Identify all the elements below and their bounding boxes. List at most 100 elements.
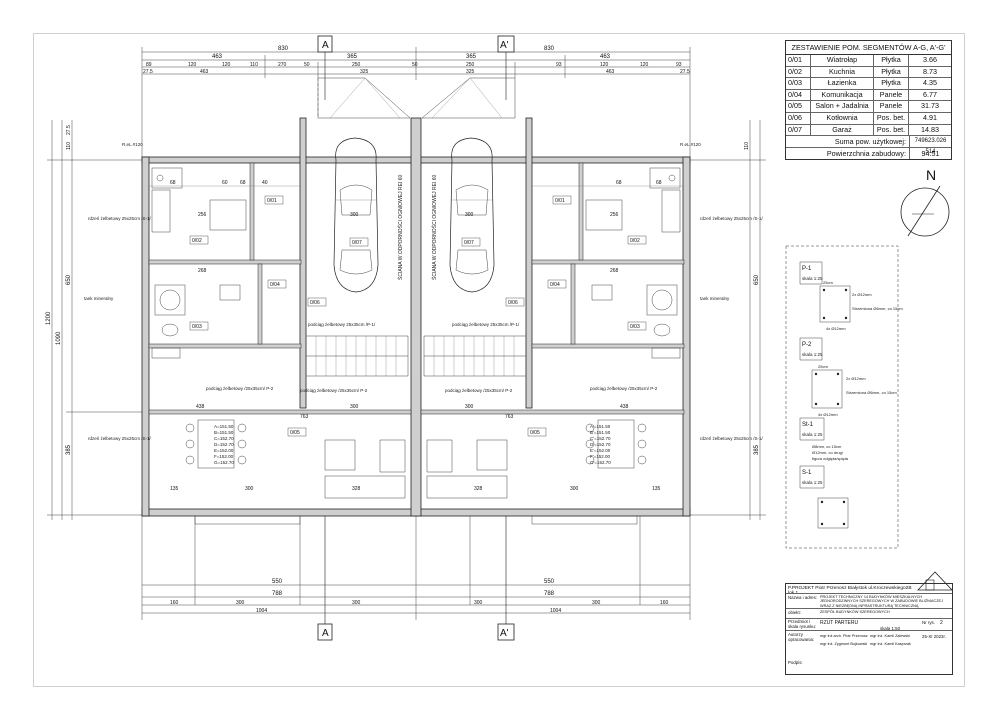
dim-i-68c: 68	[616, 180, 622, 186]
note-podciag-2: podciąg żelbetowy /25x35cm/ P-2	[300, 388, 368, 393]
company-logo	[917, 571, 953, 591]
cell-floor: Panele	[874, 101, 909, 112]
cell-area: 4.35	[923, 78, 937, 88]
section-a-top: A	[322, 40, 329, 51]
elev-g2: G'=152.70	[590, 460, 611, 465]
elev-a: A=151.50	[214, 424, 234, 429]
title-block-sheet-label: Nr rys.	[922, 620, 935, 625]
dim-i-328a: 328	[352, 486, 361, 492]
dim-bottom-160a: 160	[170, 600, 179, 606]
title-block-author4: mgr inż. Kamil Kasprzak	[870, 642, 911, 646]
note-podciag-3: podciąg żelbetowy /25x35cm/ P-2	[445, 388, 513, 393]
dim-bottom-300c: 300	[474, 600, 483, 606]
section-a-bottom: A	[322, 628, 329, 639]
dim-i-256b: 256	[610, 212, 619, 218]
dim-i-135a: 135	[170, 486, 179, 492]
north-label: N	[926, 167, 936, 183]
title-block-content-label: Przedmiot i skala rysunku:	[788, 619, 817, 629]
note-podciag-4: podciąg żelbetowy /25x35cm/ P-2	[590, 386, 658, 391]
room-schedule-title: ZESTAWIENIE POM. SEGMENTÓW A-G, A'-G'	[786, 41, 951, 55]
cell-no: 0/05	[786, 101, 811, 112]
dim-i-68b: 68	[240, 180, 246, 186]
dim-row-5: 270	[278, 62, 287, 68]
dim-i-763b: 763	[505, 414, 514, 420]
cell-name: Komunikacja	[811, 89, 874, 101]
dim-i-60: 60	[222, 180, 228, 186]
dim-bottom-300b: 300	[352, 600, 361, 606]
elev-d2: D'=152.70	[590, 442, 611, 447]
internal-dims: 68 60 68 40 256 268 438 763 300 300 135 …	[149, 180, 683, 492]
dim-left-inner: 1090	[56, 331, 62, 345]
dim-i-438: 438	[196, 404, 205, 410]
dim-row2-2: 463	[200, 69, 209, 75]
dim-bottom-788-right: 788	[544, 591, 555, 597]
note-podciag-1: podciąg żelbetowy /25x35cm/ P-2	[206, 386, 274, 391]
title-block-scale: skala 1:50	[880, 626, 901, 631]
p2-stirrup: Strzemiona Ø6mm, co 15cm	[846, 390, 897, 395]
st1-title: St-1	[802, 422, 814, 428]
room-label-r03: 0/03	[630, 324, 640, 330]
bottom-area: 550 550 788 788 160 300 300 300 300 160 …	[141, 515, 691, 641]
dim-row-11: 120	[600, 62, 609, 68]
elev-f2: F'=152.00	[590, 454, 610, 459]
dim-row2-3: 325	[360, 69, 369, 75]
annotations: rdzeń żelbetowy 25x25cm /S-1/ rdzeń żelb…	[84, 142, 764, 441]
dim-right-110: 110	[744, 142, 750, 150]
dim-top-mid-left: 365	[347, 54, 358, 60]
cell-floor: Płytka	[874, 55, 909, 66]
title-block-sheet-value: 2	[940, 620, 943, 626]
dim-row2-1: 27.5	[143, 69, 153, 75]
stairs-right	[423, 335, 527, 377]
s1-scale: skala 1:25	[802, 480, 823, 485]
cell-no: 0/07	[786, 124, 811, 136]
cell-area: 31.73	[921, 101, 939, 111]
total-area-label: Suma pow. użytkowej:	[786, 136, 910, 148]
title-block-author1: mgr inż.arch. Piotr Przenosz	[820, 634, 868, 638]
right-dimensions: 650 385 110	[688, 120, 766, 520]
table-row: 0/03 Łazienka Płytka 4.35	[786, 78, 951, 90]
p2-width: 25cm	[818, 364, 828, 369]
st1-note-a: Ø8mm, co 15cm	[812, 444, 842, 449]
cell-floor: Pos. bet.	[874, 112, 909, 124]
elev-e: E=152.00	[214, 448, 234, 453]
p2-scale: skala 1:25	[802, 352, 823, 357]
dim-left-27: 27.5	[66, 125, 72, 135]
dim-row-1: 89	[146, 62, 152, 68]
cell-name: Kuchnia	[811, 66, 874, 78]
p2-title: P-2	[802, 342, 812, 348]
dim-row-3: 120	[222, 62, 231, 68]
title-block-content-value: RZUT PARTERU	[820, 620, 859, 626]
p2-bar-top: 2x Ø12mm	[846, 376, 866, 381]
p1-title: P-1	[802, 266, 812, 272]
fixtures-left	[151, 167, 406, 499]
dim-row-13: 93	[676, 62, 682, 68]
cell-name: Wiatrołap	[811, 55, 874, 66]
table-row: 0/07 Garaż Pos. bet. 14.83	[786, 124, 951, 137]
note-tank-left: tank mineralny	[84, 296, 114, 301]
dim-row2-4: 325	[466, 69, 475, 75]
dim-i-438b: 438	[620, 404, 629, 410]
dim-row2-5: 463	[606, 69, 615, 75]
dim-row-10: 93	[556, 62, 562, 68]
dim-row-8: 50	[412, 62, 418, 68]
dim-left-110: 110	[66, 142, 72, 150]
section-a2-top: A'	[500, 40, 509, 51]
note-rdzen-right: rdzeń żelbetowy 25x25cm /S-1/	[700, 216, 764, 221]
room-label-l04: 0/04	[270, 282, 280, 288]
room-label-l01: 0/01	[267, 198, 277, 204]
section-markers-top: A A'	[317, 35, 515, 100]
dim-i-268: 268	[198, 268, 207, 274]
elev-g: G=152.70	[214, 460, 234, 465]
dim-row-12: 120	[640, 62, 649, 68]
cell-floor: Pos. bet.	[874, 124, 909, 136]
dim-bottom-550-right: 550	[544, 579, 555, 585]
room-label-r02: 0/02	[630, 238, 640, 244]
room-label-l06: 0/06	[310, 300, 320, 306]
total-area-row: Suma pow. użytkowej: 749623.026 514	[786, 136, 951, 155]
built-area-label: Powierzchnia zabudowy:	[786, 148, 910, 160]
north-arrow: N	[900, 167, 950, 237]
elev-e2: E'=152.00	[590, 448, 611, 453]
dim-left-total: 1200	[46, 311, 52, 325]
title-block-name-label: Nazwa i adres:	[788, 595, 818, 600]
